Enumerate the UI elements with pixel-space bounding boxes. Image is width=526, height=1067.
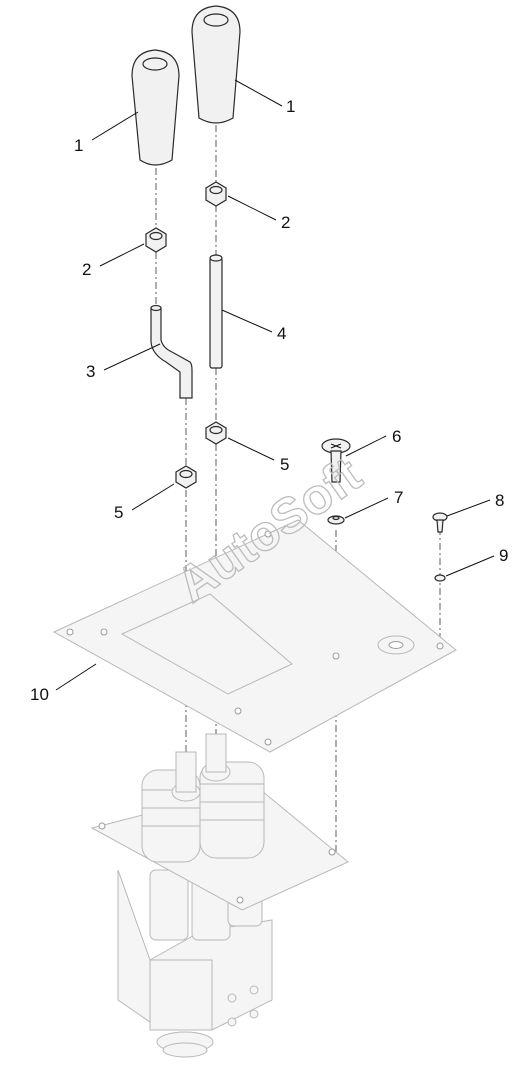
nut-left-low [175,465,197,489]
knob-right [191,5,241,124]
callout-labels: 1 1 2 2 3 4 5 5 6 7 8 9 10 [30,97,508,704]
screw-large [321,438,351,483]
callout-plate: 10 [30,685,49,704]
washer-small [434,574,446,582]
bent-rod [150,304,193,399]
nut-left-top [145,227,167,253]
callout-washer-large: 7 [394,488,403,507]
valve-assembly [90,733,349,1058]
callout-screw-large: 6 [392,427,401,446]
callout-nut-right-top: 2 [281,213,290,232]
knob-left [131,49,180,166]
callout-washer-small: 9 [499,546,508,565]
nut-right-low [205,421,227,445]
straight-rod [209,254,223,369]
callout-screw-small: 8 [495,491,504,510]
washer-large [327,515,345,525]
plate [52,519,457,753]
callout-nut-right-low: 5 [280,455,289,474]
callout-knob-right: 1 [286,97,295,116]
callout-bent-rod: 3 [86,362,95,381]
nut-right-top [205,181,227,207]
callout-knob-left: 1 [74,136,83,155]
callout-nut-left-low: 5 [114,503,123,522]
callout-straight-rod: 4 [277,324,286,343]
leader-lines [55,79,495,691]
callout-nut-left-top: 2 [82,260,91,279]
screw-small [432,512,448,533]
